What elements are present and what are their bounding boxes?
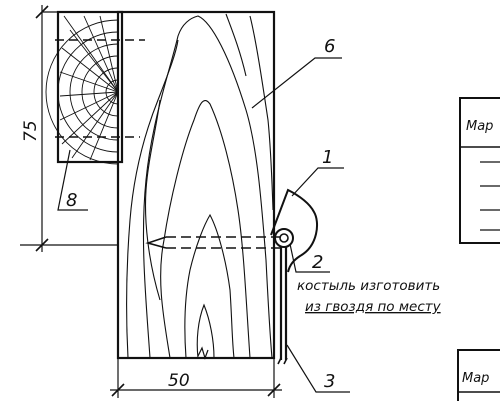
width-dimension [110,358,282,398]
callout-8: 8 [66,190,77,211]
table-lower-header: Мар [462,371,489,386]
callout-3: 3 [324,371,335,392]
table-upper [459,97,500,244]
height-dimension-label: 75 [21,120,41,142]
height-dimension [20,5,118,252]
hook-crutch [270,188,318,365]
note-line-2: из гвоздя по месту [305,299,442,315]
timber-post [116,10,276,360]
width-dimension-label: 50 [168,371,190,391]
callout-2: 2 [312,252,323,273]
callout-1: 1 [322,147,333,168]
callout-6: 6 [324,36,335,57]
nail [145,236,282,249]
note-line-1: костыль изготовить [297,278,440,294]
end-grain-block [45,10,145,165]
leader-lines [57,57,350,393]
table-upper-header: Мар [466,119,493,134]
table-lower [457,349,500,405]
